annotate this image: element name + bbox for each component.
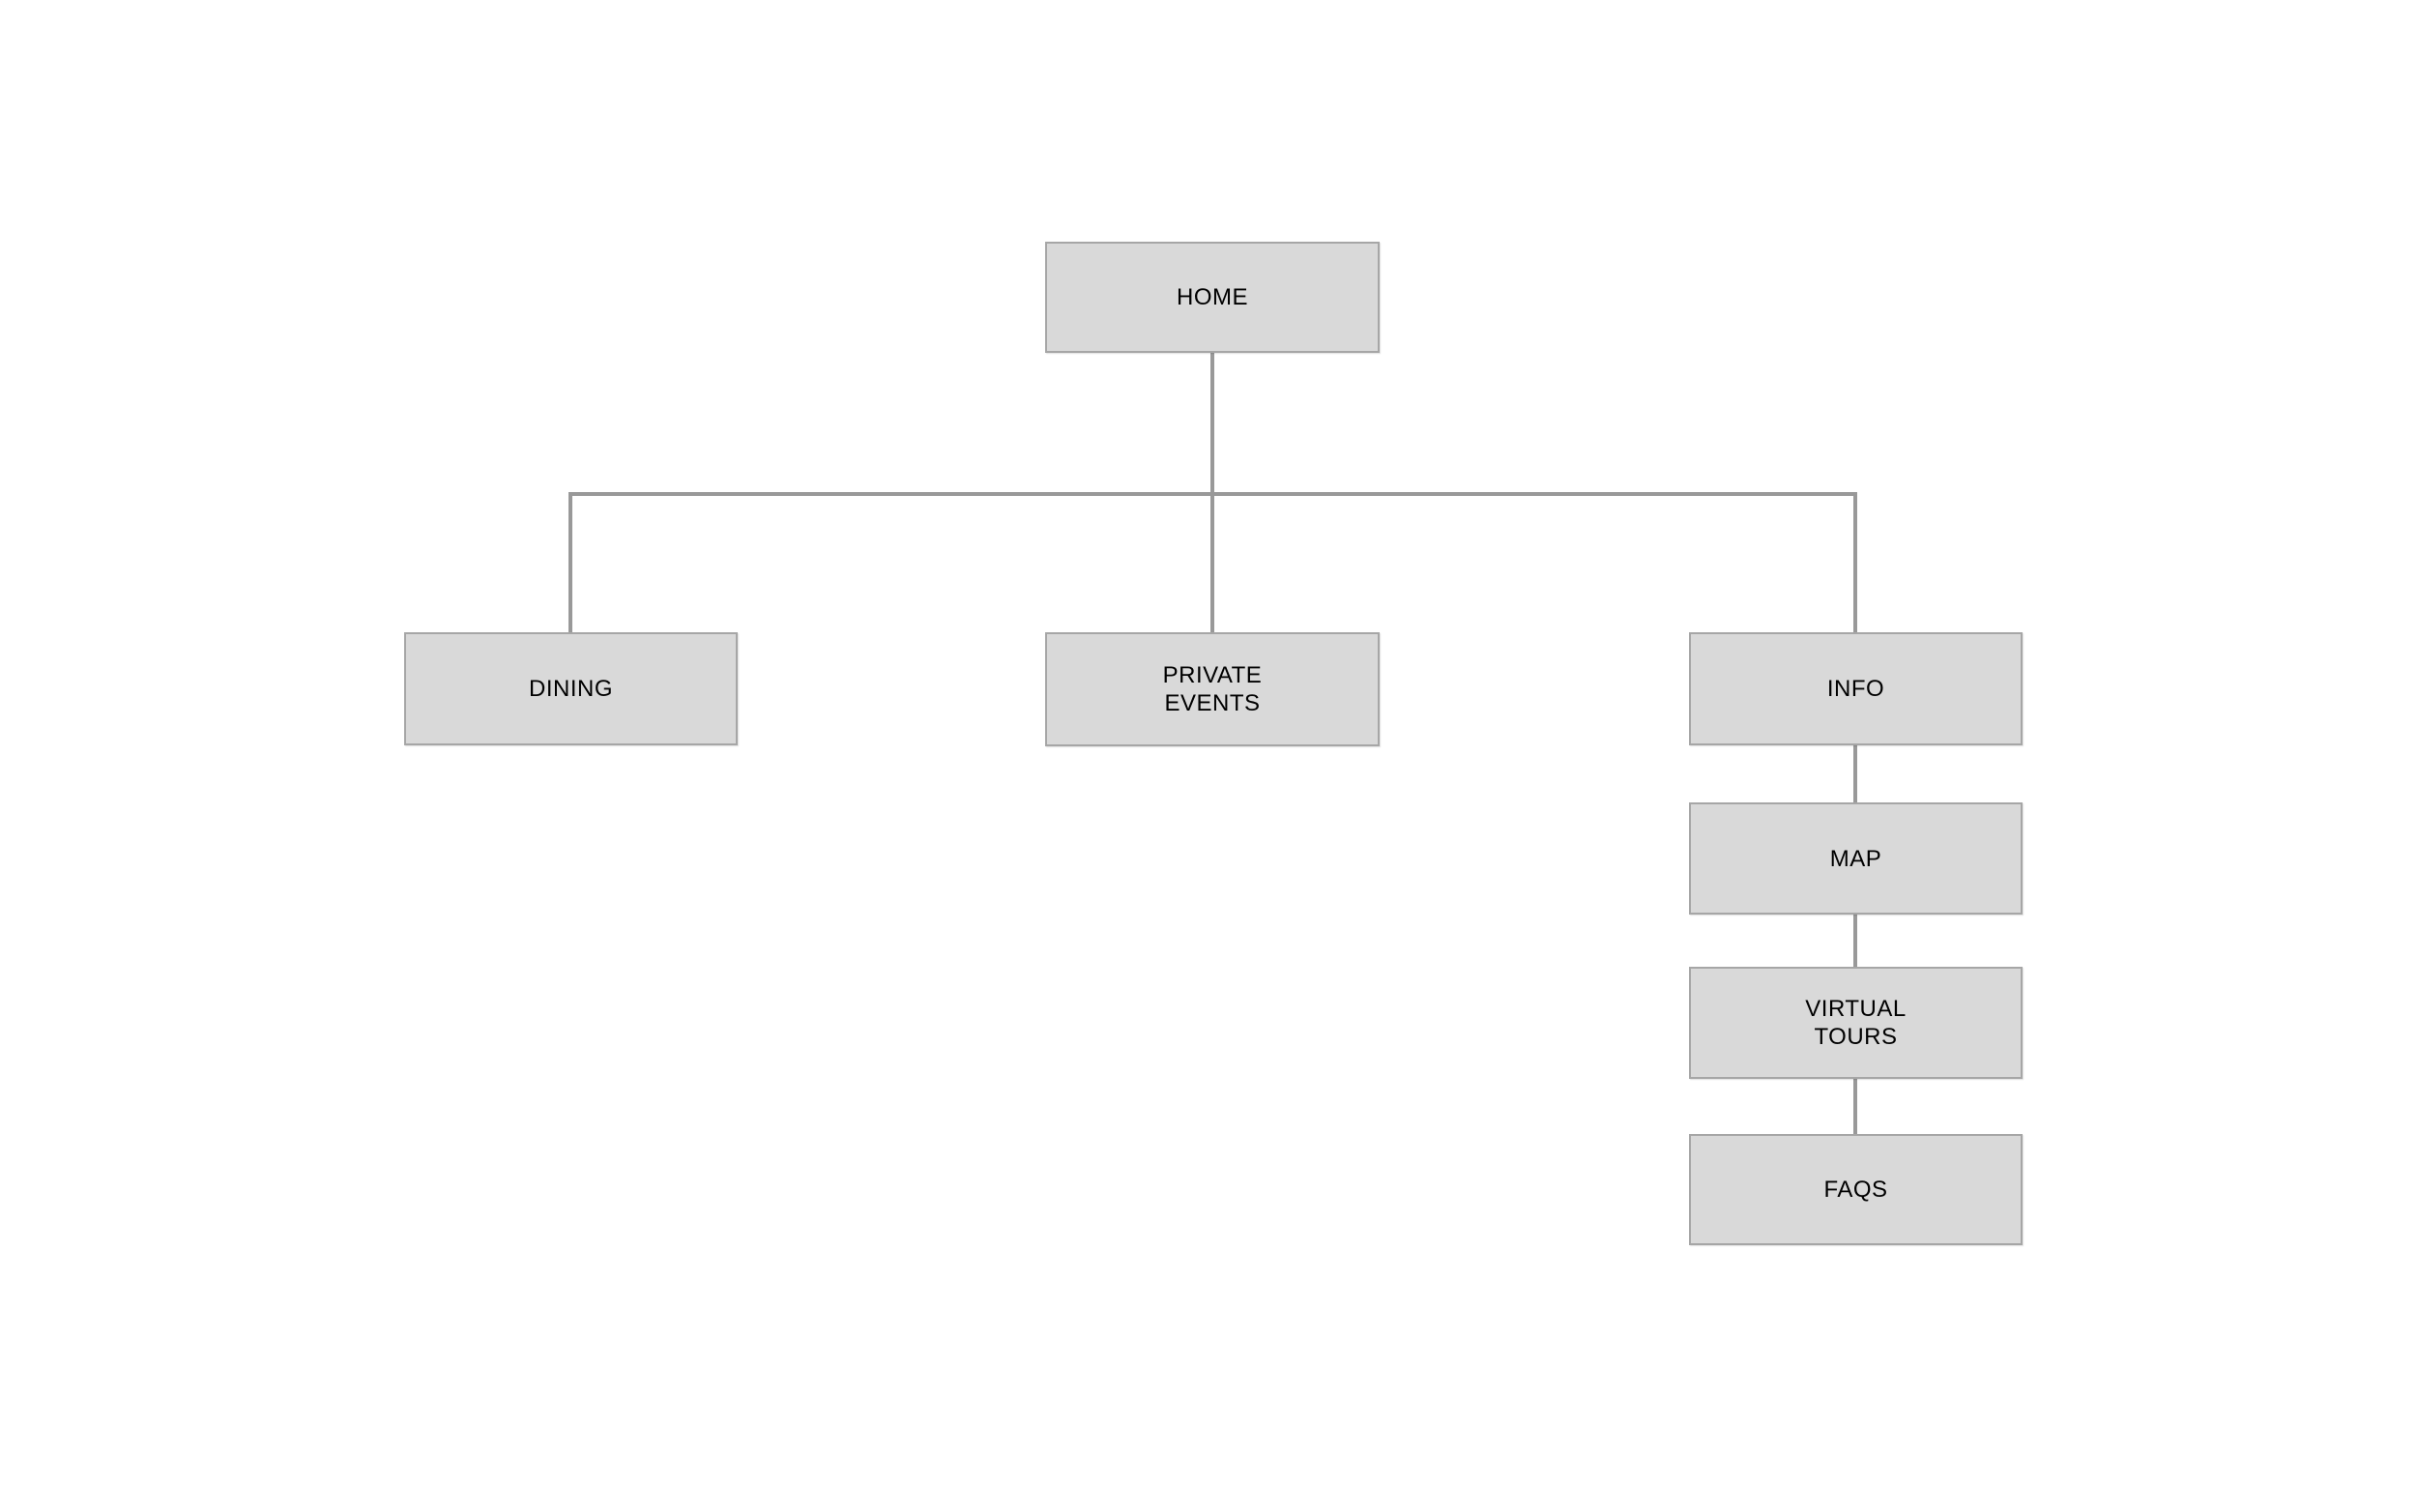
connector-drop-info [1853,492,1857,632]
node-dining[interactable]: DINING [404,632,738,745]
node-private-events-label: PRIVATE EVENTS [1162,662,1263,716]
node-map-label: MAP [1829,845,1882,872]
node-info-label: INFO [1826,676,1885,702]
node-virtual-tours-label: VIRTUAL TOURS [1805,996,1907,1050]
node-faqs-label: FAQS [1823,1177,1888,1203]
connector-horizontal-rail [568,492,1857,496]
node-virtual-tours[interactable]: VIRTUAL TOURS [1689,967,2023,1079]
connector-virtual-tours-to-faqs [1853,1079,1857,1134]
node-faqs[interactable]: FAQS [1689,1134,2023,1245]
node-private-events[interactable]: PRIVATE EVENTS [1045,632,1380,746]
node-home-label: HOME [1177,284,1248,310]
node-info[interactable]: INFO [1689,632,2023,745]
node-dining-label: DINING [529,676,613,702]
connector-info-to-map [1853,745,1857,802]
node-map[interactable]: MAP [1689,802,2023,915]
connector-map-to-virtual-tours [1853,915,1857,967]
connector-drop-dining [568,492,572,632]
node-home[interactable]: HOME [1045,242,1380,353]
